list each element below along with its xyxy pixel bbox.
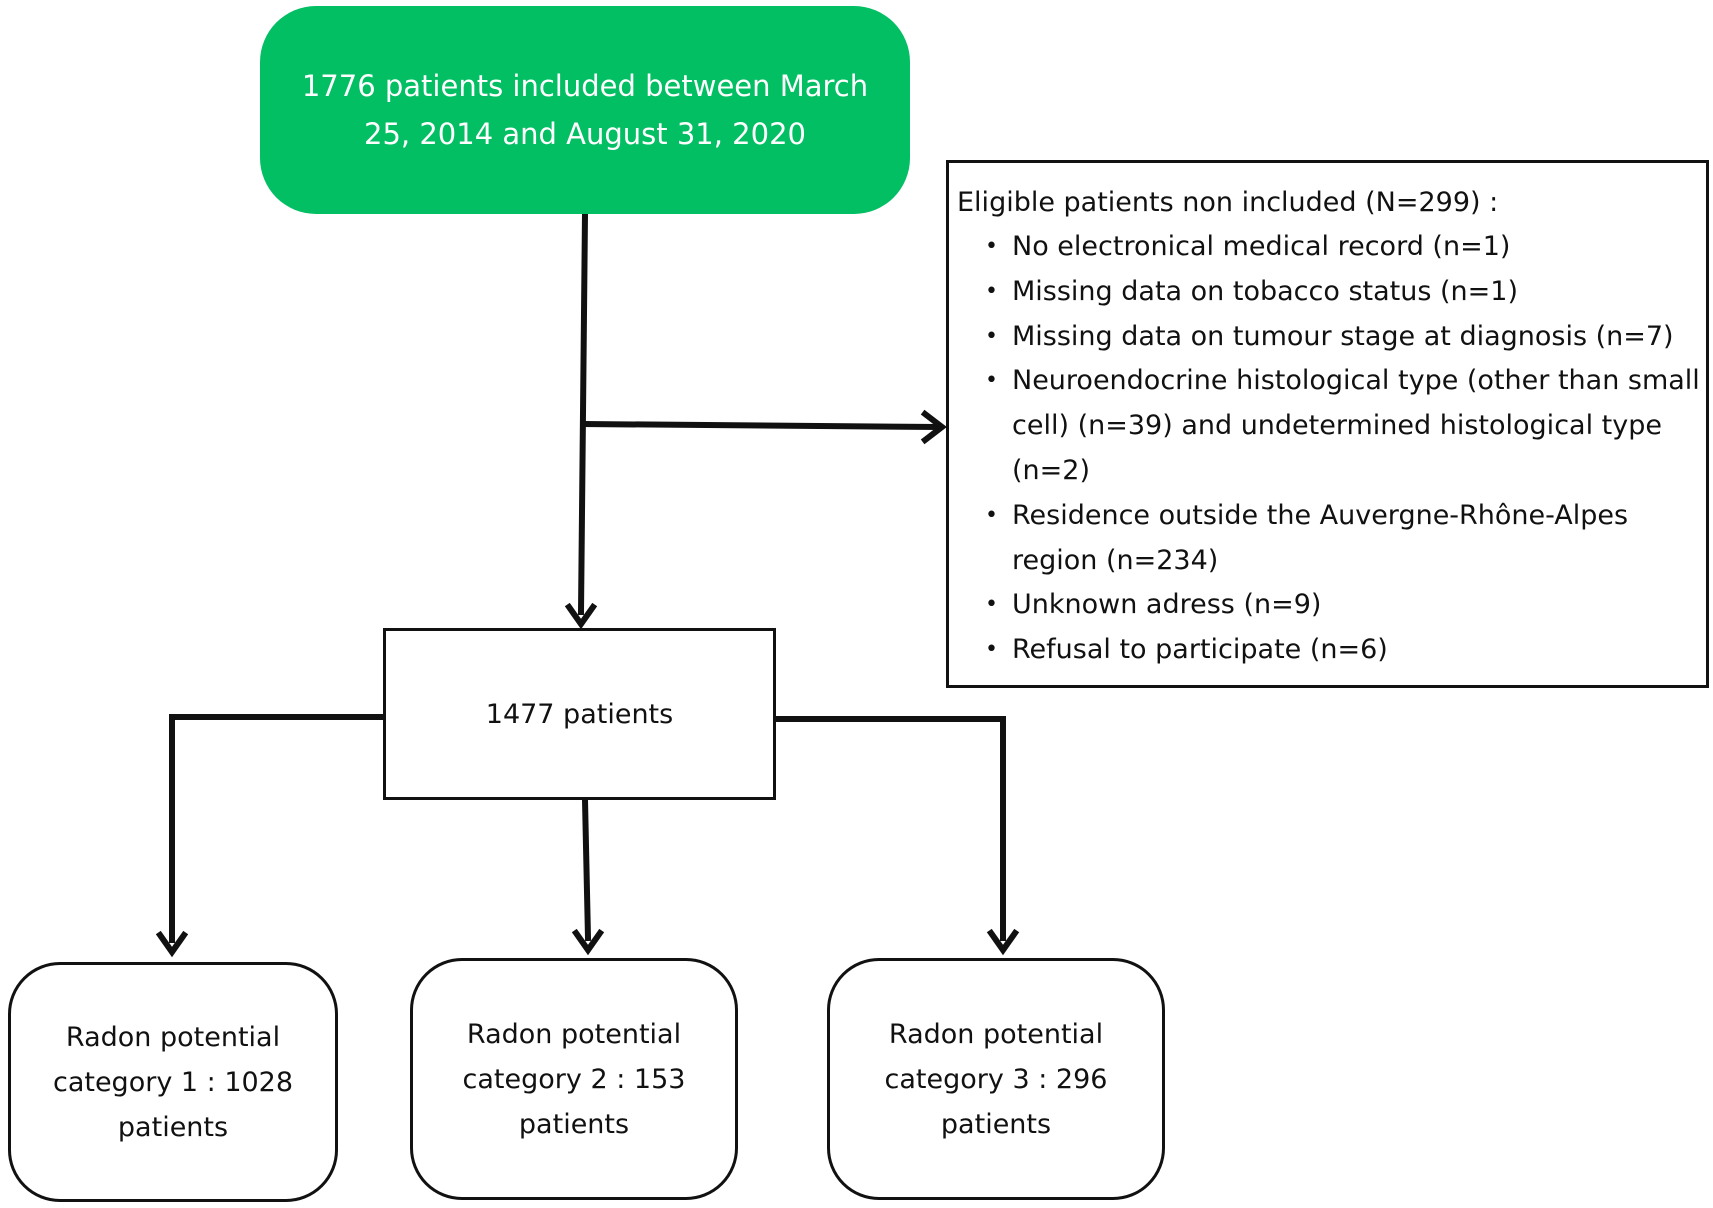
radon-category-1-box: Radon potential category 1 : 1028 patien… <box>8 962 338 1202</box>
arrowhead-category-2 <box>571 928 605 956</box>
included-patients-text: 1776 patients included between March 25,… <box>301 69 869 151</box>
excluded-patients-box: Eligible patients non included (N=299) :… <box>946 160 1709 688</box>
connector-to-category-3 <box>773 716 1006 941</box>
radon-category-2-box: Radon potential category 2 : 153 patient… <box>410 958 738 1200</box>
exclusion-reason: Unknown adress (n=9) <box>985 583 1706 628</box>
arrowhead-exclusion <box>920 409 947 445</box>
radon-category-1-text: Radon potential category 1 : 1028 patien… <box>52 1021 294 1143</box>
connector-top-to-middle <box>577 210 589 616</box>
exclusion-reason: Missing data on tumour stage at diagnosi… <box>985 315 1706 360</box>
arrowhead-middle <box>564 602 598 630</box>
exclusion-reason: Neuroendocrine histological type (other … <box>985 359 1706 493</box>
connector-to-exclusion <box>580 420 940 431</box>
arrowhead-category-1 <box>155 930 189 958</box>
exclusion-reason: No electronical medical record (n=1) <box>985 225 1706 270</box>
radon-category-2-text: Radon potential category 2 : 153 patient… <box>462 1018 686 1140</box>
exclusion-reason: Residence outside the Auvergne-Rhône-Alp… <box>985 494 1706 584</box>
exclusion-reasons-list: No electronical medical record (n=1) Mis… <box>957 225 1706 673</box>
analysed-patients-box: 1477 patients <box>383 628 776 800</box>
radon-category-3-box: Radon potential category 3 : 296 patient… <box>827 958 1165 1200</box>
excluded-patients-title: Eligible patients non included (N=299) : <box>957 187 1499 218</box>
connector-to-category-2 <box>581 796 592 942</box>
included-patients-box: 1776 patients included between March 25,… <box>260 6 910 214</box>
arrowhead-category-3 <box>986 928 1020 956</box>
exclusion-reason: Missing data on tobacco status (n=1) <box>985 270 1706 315</box>
analysed-patients-text: 1477 patients <box>485 698 674 730</box>
connector-to-category-1 <box>169 714 386 943</box>
radon-category-3-text: Radon potential category 3 : 296 patient… <box>884 1018 1108 1140</box>
exclusion-reason: Refusal to participate (n=6) <box>985 628 1706 673</box>
